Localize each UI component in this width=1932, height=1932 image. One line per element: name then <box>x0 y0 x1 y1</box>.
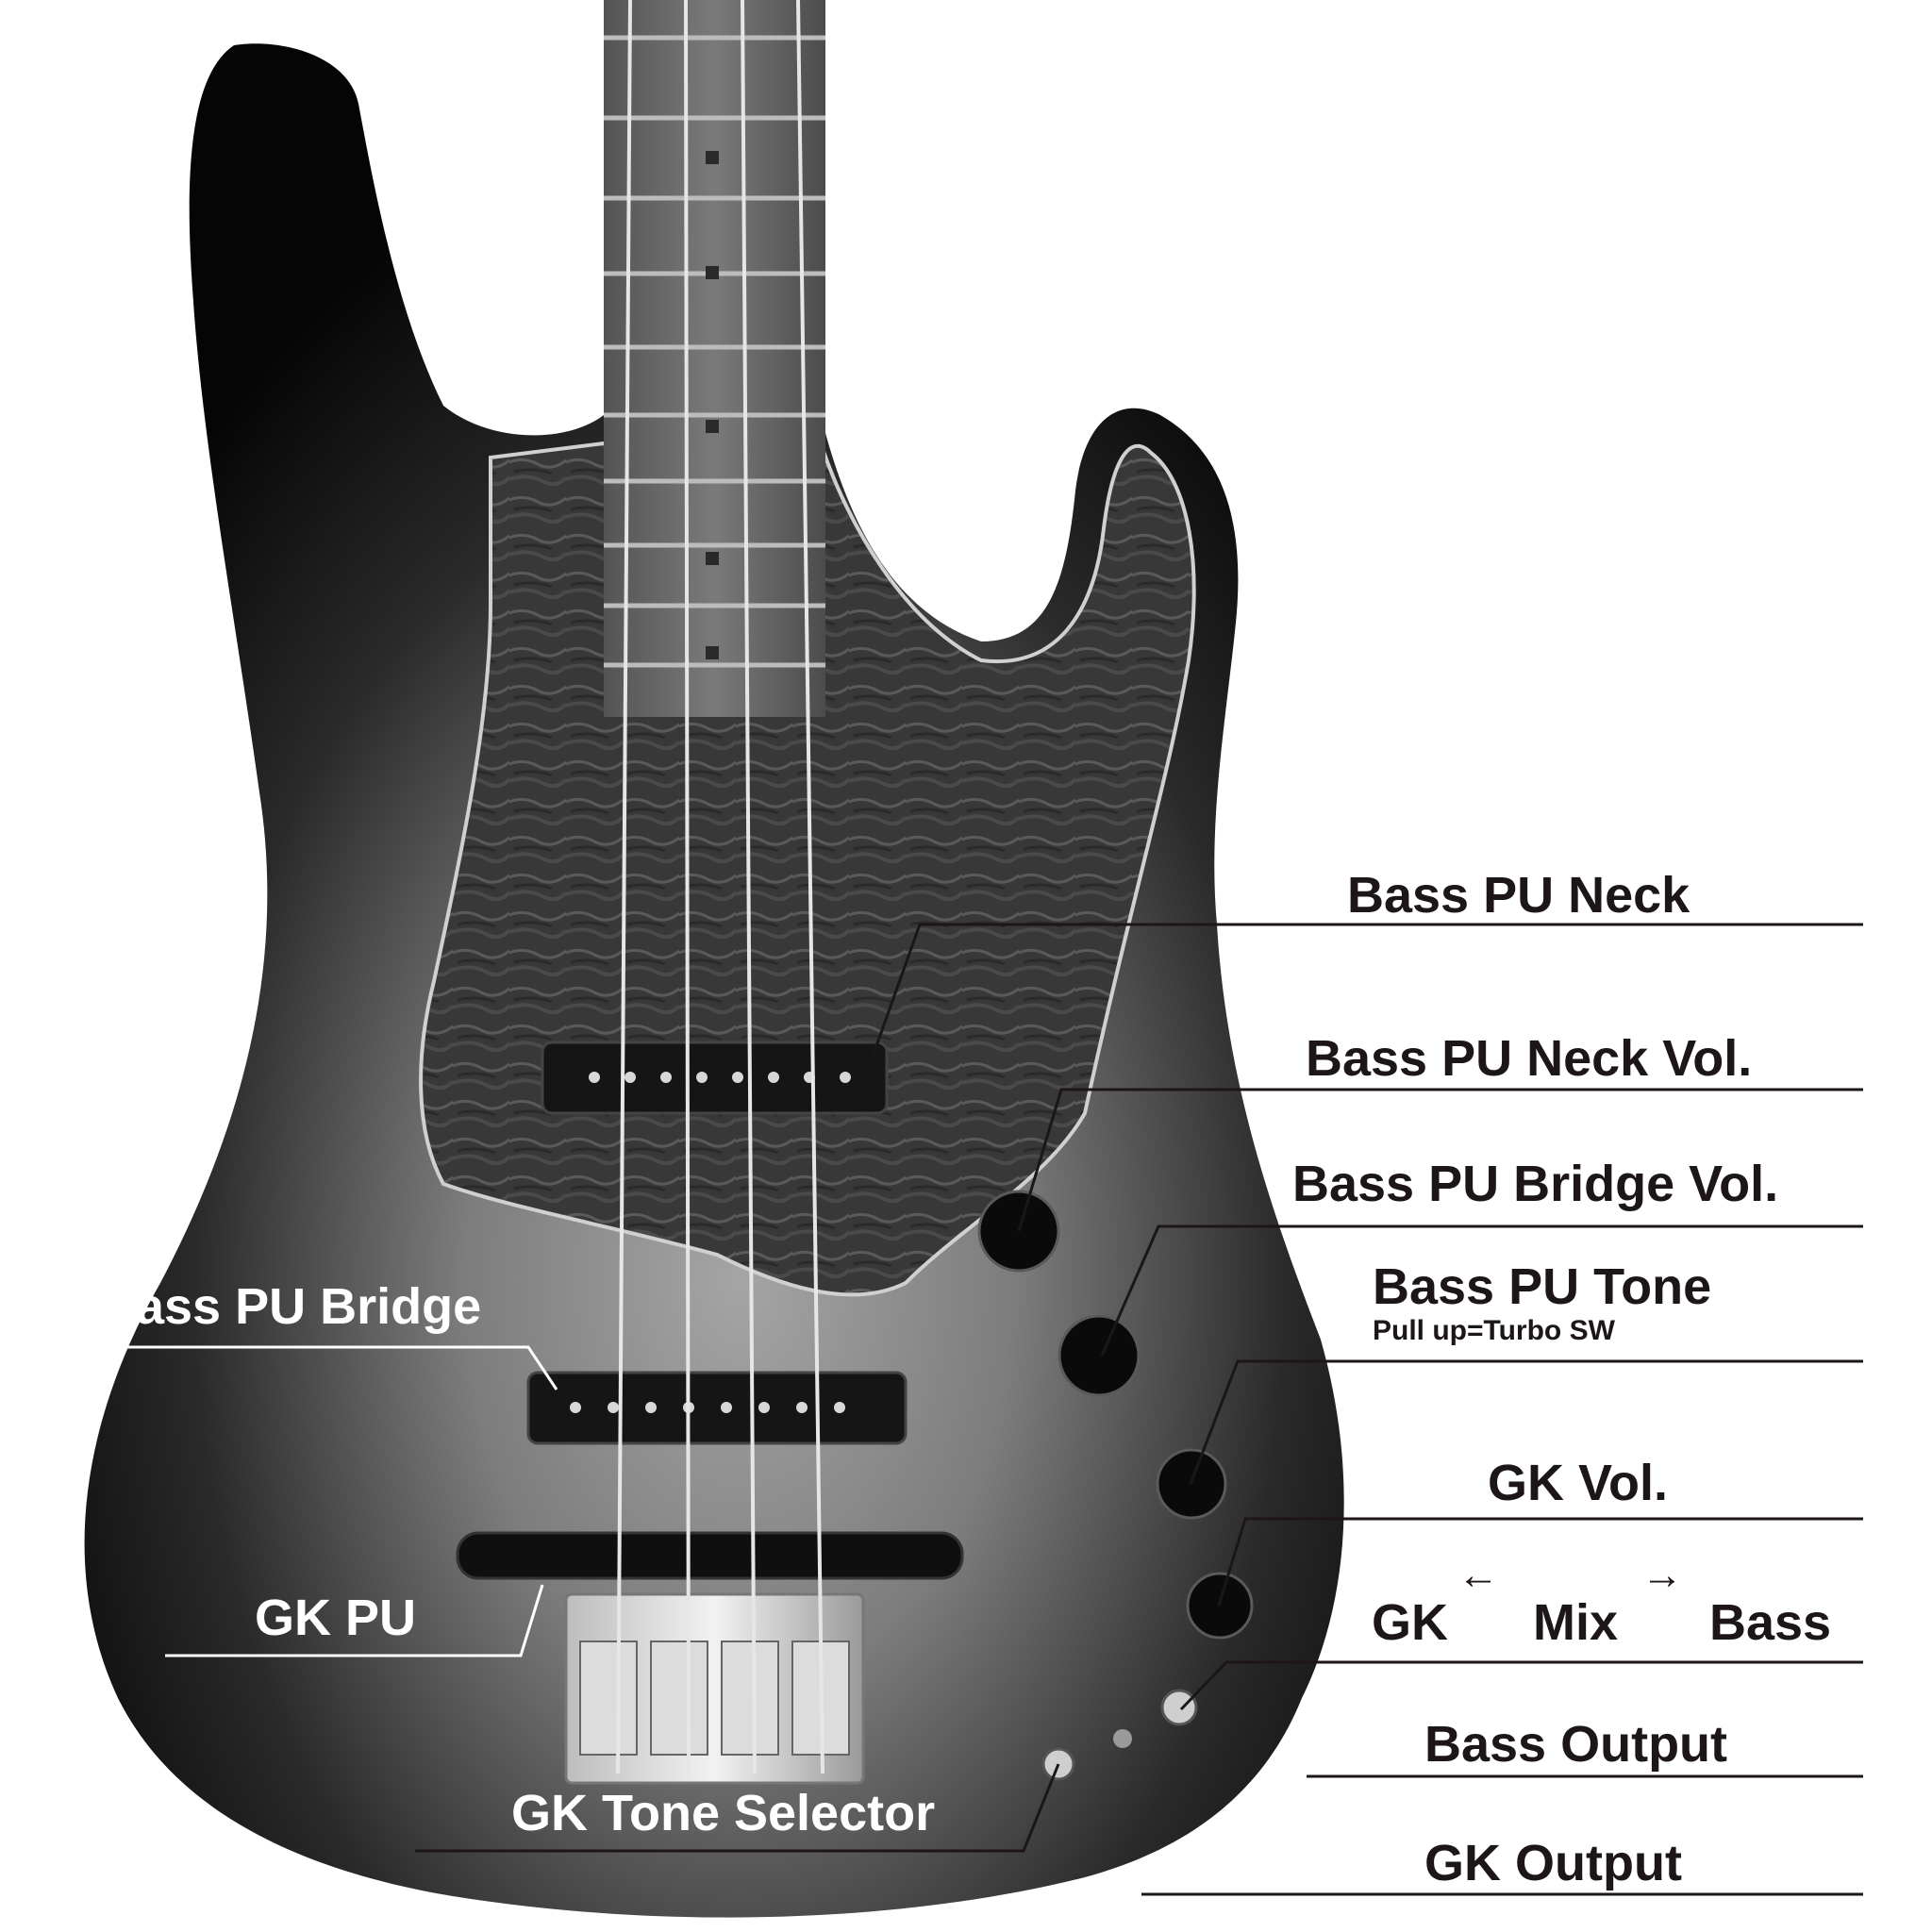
bass-output-jack <box>1160 1689 1198 1726</box>
strings <box>616 0 824 1774</box>
label-mix-mix: Mix <box>1533 1594 1619 1651</box>
label-gk-tone-selector: GK Tone Selector <box>511 1785 936 1841</box>
label-bass-pu-neck: Bass PU Neck <box>1347 867 1690 924</box>
bass-pu-bridge <box>526 1371 908 1445</box>
fret-markers <box>706 151 719 659</box>
label-mix-bass: Bass <box>1709 1594 1832 1651</box>
arrow-left-icon: ← <box>1457 1552 1499 1598</box>
gk-pu <box>456 1531 964 1580</box>
control-knobs <box>977 1190 1254 1640</box>
label-bass-pu-bridge-vol: Bass PU Bridge Vol. <box>1292 1156 1779 1212</box>
label-bass-output: Bass Output <box>1424 1716 1728 1773</box>
label-gk-vol: GK Vol. <box>1488 1455 1669 1511</box>
label-bass-pu-tone-sub: Pull up=Turbo SW <box>1373 1315 1615 1346</box>
mini-screw <box>1113 1729 1132 1748</box>
label-gk-pu: GK PU <box>255 1590 417 1646</box>
label-bass-pu-tone: Bass PU Tone <box>1373 1258 1712 1315</box>
bridge-saddles <box>579 1641 850 1756</box>
bass-pu-bridge-vol-knob <box>1058 1314 1141 1397</box>
arrow-right-icon: → <box>1641 1552 1683 1598</box>
fretboard <box>604 0 825 717</box>
bridge <box>564 1592 865 1785</box>
label-bass-pu-neck-vol: Bass PU Neck Vol. <box>1306 1030 1753 1087</box>
label-gk-output: GK Output <box>1424 1835 1682 1891</box>
label-mix-gk: GK <box>1372 1594 1448 1651</box>
bass-pu-neck <box>541 1041 889 1115</box>
label-bass-pu-bridge: Bass PU Bridge <box>99 1278 482 1335</box>
leader-lines <box>99 923 1863 1896</box>
